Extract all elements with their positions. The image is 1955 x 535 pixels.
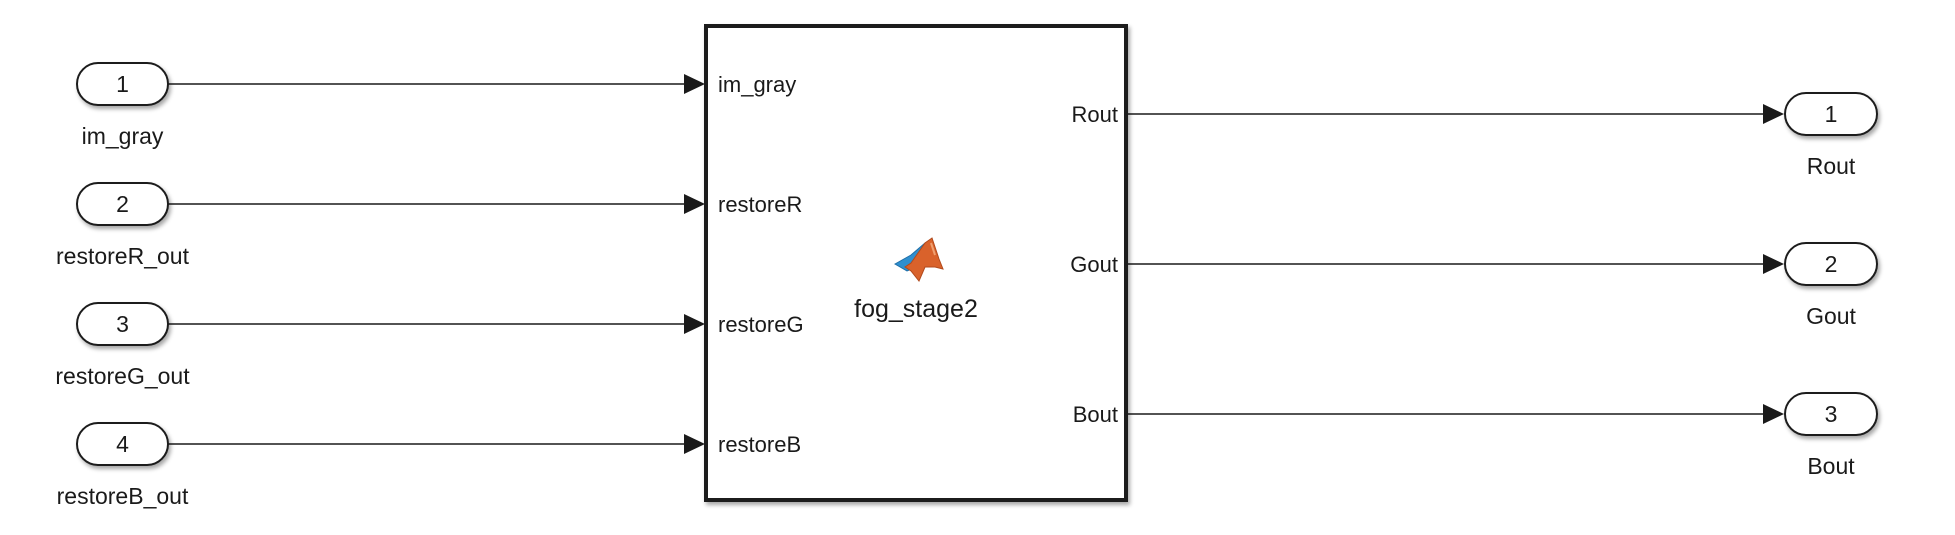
inport-shape[interactable] [76, 62, 169, 106]
inport-number: 2 [116, 191, 129, 217]
inport-name-label: restoreR_out [56, 243, 190, 269]
inport-number: 3 [116, 311, 129, 337]
block-input-ports: im_gray restoreR restoreG restoreB [718, 72, 804, 457]
block-input-port-label: im_gray [718, 72, 796, 97]
inport-shape[interactable] [76, 302, 169, 346]
outport-shape[interactable] [1784, 92, 1878, 136]
inport-2[interactable]: 2 restoreR_out [56, 182, 190, 269]
arrowhead-icon [1763, 104, 1784, 124]
signal-lines [168, 74, 1784, 454]
arrowhead-icon [684, 314, 705, 334]
outport-name-label: Rout [1807, 153, 1856, 179]
arrowhead-icon [684, 194, 705, 214]
block-input-port-label: restoreB [718, 432, 801, 457]
block-output-port-label: Rout [1072, 102, 1118, 127]
block-output-port-label: Gout [1070, 252, 1118, 277]
matlab-function-block[interactable]: fog_stage2 im_gray restoreR restoreG restor… [704, 24, 1128, 502]
arrowhead-icon [1763, 254, 1784, 274]
outport-number: 3 [1825, 401, 1838, 427]
outport-shape[interactable] [1784, 392, 1878, 436]
outport-name-label: Bout [1807, 453, 1855, 479]
block-input-port-label: restoreR [718, 192, 802, 217]
inport-name-label: im_gray [82, 123, 164, 149]
matlab-logo-icon [893, 237, 944, 282]
inport-shape[interactable] [76, 182, 169, 226]
inport-name-label: restoreG_out [55, 363, 190, 389]
outport-number: 1 [1825, 101, 1838, 127]
arrowhead-icon [1763, 404, 1784, 424]
inport-1[interactable]: 1 im_gray [76, 62, 169, 149]
inport-name-label: restoreB_out [57, 483, 189, 509]
arrowhead-icon [684, 434, 705, 454]
inport-number: 4 [116, 431, 129, 457]
inport-shape[interactable] [76, 422, 169, 466]
inport-4[interactable]: 4 restoreB_out [57, 422, 189, 509]
inport-3[interactable]: 3 restoreG_out [55, 302, 190, 389]
outport-number: 2 [1825, 251, 1838, 277]
block-input-port-label: restoreG [718, 312, 804, 337]
outport-shape[interactable] [1784, 242, 1878, 286]
outport-name-label: Gout [1806, 303, 1856, 329]
inport-blocks: 1 im_gray 2 restoreR_out 3 restoreG_out 4 resto… [55, 62, 190, 509]
block-output-port-label: Bout [1073, 402, 1118, 427]
block-name-label: fog_stage2 [854, 295, 978, 323]
arrowhead-icon [684, 74, 705, 94]
inport-number: 1 [116, 71, 129, 97]
